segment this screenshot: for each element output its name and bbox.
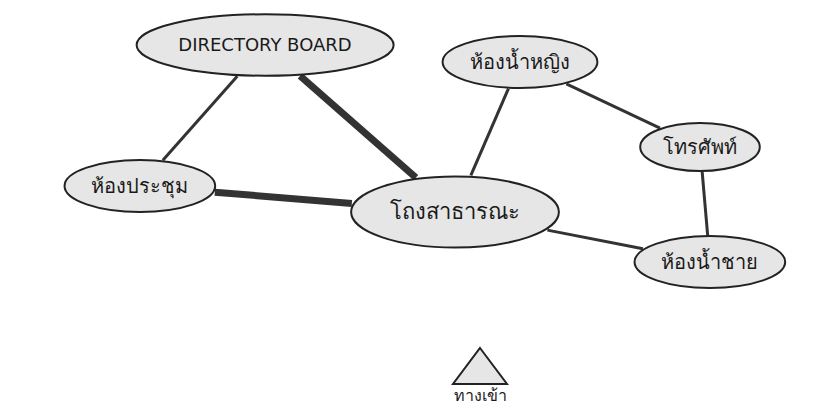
relation-line (566, 84, 660, 128)
node-label: โถงสาธารณะ (390, 199, 520, 225)
relation-line (300, 76, 416, 178)
relation-line (163, 76, 237, 160)
bubble-ellipse (443, 36, 598, 88)
relation-line (215, 192, 352, 203)
node-label: DIRECTORY BOARD (178, 34, 351, 56)
bubble-ellipse (635, 236, 786, 288)
hall-bubble: โถงสาธารณะ (349, 175, 561, 249)
space-bubble: ห้องน้ำชาย (633, 235, 787, 289)
entrance-marker: ทางเข้า (440, 346, 520, 409)
relation-line (547, 230, 642, 249)
node-label: โทรศัพท์ (663, 135, 737, 159)
directory-bubble: DIRECTORY BOARD (134, 13, 396, 77)
bubble-ellipse (65, 160, 216, 212)
bubble-ellipse (351, 176, 559, 247)
space-bubble: ห้องน้ำหญิง (441, 35, 599, 89)
bubble-ellipse (136, 14, 393, 75)
entrance-triangle (451, 346, 509, 386)
node-label: ห้องน้ำหญิง (470, 50, 570, 74)
space-bubble: ห้องประชุม (63, 159, 217, 213)
triangle-outline (453, 348, 507, 384)
node-label: ห้องน้ำชาย (661, 250, 758, 274)
node-label: ห้องประชุม (91, 174, 188, 198)
relation-line (702, 172, 707, 235)
bubble-ellipse (640, 123, 760, 171)
space-bubble: โทรศัพท์ (639, 122, 761, 172)
node-label: ทางเข้า (454, 386, 507, 405)
relation-line (471, 89, 509, 176)
